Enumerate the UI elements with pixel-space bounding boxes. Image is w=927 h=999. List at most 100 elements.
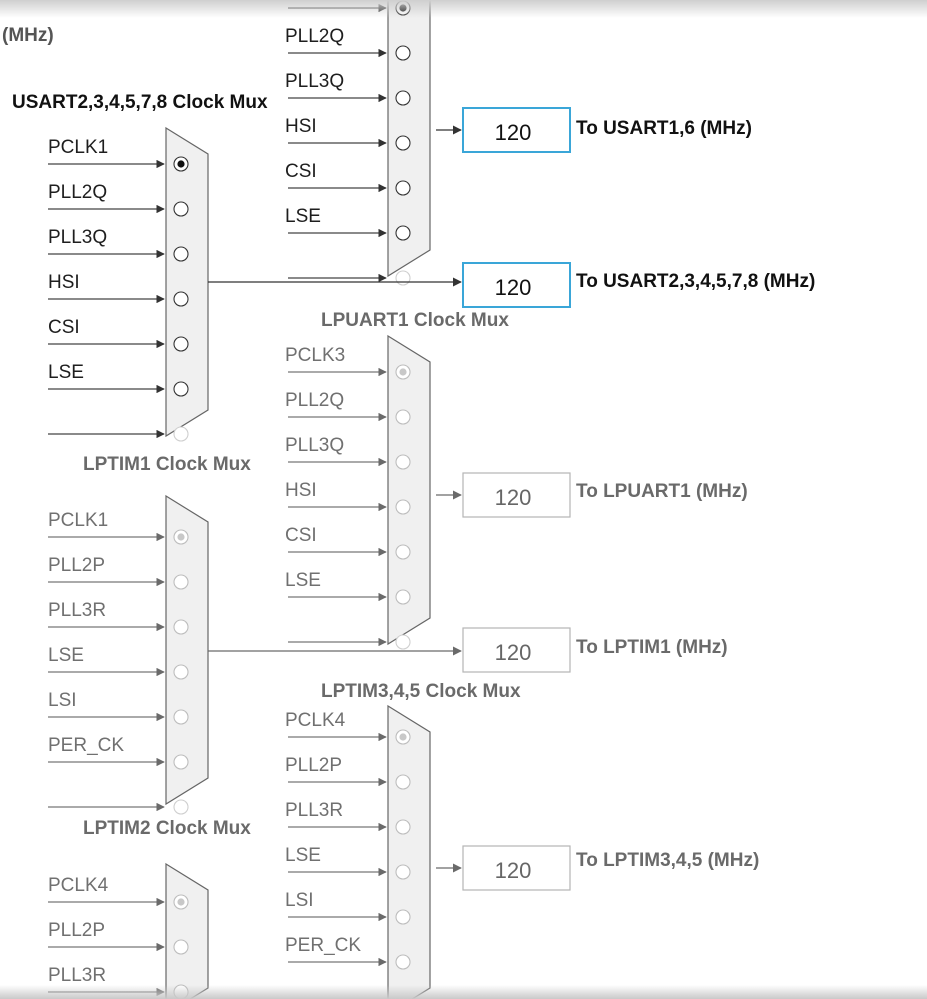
frequency-value: 120 <box>495 120 532 145</box>
mux-body <box>165 494 209 806</box>
radio-selected-dot <box>399 4 407 12</box>
mux-input-label: PCLK1 <box>48 137 108 158</box>
mux-input-radio[interactable] <box>395 864 411 880</box>
mux-input-radio[interactable] <box>173 709 189 725</box>
mux-input-label: PLL2Q <box>285 390 344 411</box>
mux-input-label: PLL2Q <box>285 26 344 47</box>
output-label: To USART2,3,4,5,7,8 (MHz) <box>576 271 815 292</box>
mux-input-label: CSI <box>285 525 317 546</box>
radio-selected-dot <box>177 898 185 906</box>
mux-input-radio[interactable] <box>173 984 189 999</box>
mux-input-radio[interactable] <box>395 589 411 605</box>
mux-input-label: PLL3Q <box>285 435 344 456</box>
mux-input-radio[interactable] <box>173 246 189 262</box>
mux-input-label: PLL3Q <box>285 71 344 92</box>
mux-input-radio[interactable] <box>395 499 411 515</box>
mux-input-radio[interactable] <box>395 774 411 790</box>
mux-input-radio[interactable] <box>395 135 411 151</box>
frequency-value: 120 <box>495 858 532 883</box>
mux-input-radio[interactable] <box>173 619 189 635</box>
mux-title-lptim1: LPTIM1 Clock Mux <box>83 454 251 475</box>
mux-input-radio[interactable] <box>395 454 411 470</box>
mux-input-label: LSI <box>48 690 77 711</box>
mux-body <box>387 0 431 278</box>
mux-input-label: LSI <box>285 890 314 911</box>
mux-input-label: PLL2P <box>48 920 105 941</box>
output-label: To LPTIM3,4,5 (MHz) <box>576 850 759 871</box>
mux-input-radio[interactable] <box>395 90 411 106</box>
mux-input-radio[interactable] <box>173 381 189 397</box>
mux-input-label: PLL3R <box>285 800 343 821</box>
frequency-value: 120 <box>495 275 532 300</box>
mux-input-radio[interactable] <box>395 45 411 61</box>
mux-input-label: PLL3R <box>48 965 106 986</box>
mux-input-radio[interactable] <box>395 819 411 835</box>
mux-input-label: LSE <box>285 570 321 591</box>
mux-input-label: PCLK4 <box>48 875 109 896</box>
mux-input-label: HSI <box>285 480 317 501</box>
mux-input-radio[interactable] <box>173 291 189 307</box>
radio-selected-dot <box>399 368 407 376</box>
radio-selected-dot <box>177 160 185 168</box>
mux-input-label: PCLK3 <box>285 345 345 366</box>
frequency-output-box[interactable] <box>462 472 571 518</box>
mux-input-radio[interactable] <box>173 939 189 955</box>
mux-input-radio[interactable] <box>395 180 411 196</box>
output-label: To USART1,6 (MHz) <box>576 118 752 139</box>
mux-body <box>387 704 431 999</box>
mux-input-label: LSE <box>285 206 321 227</box>
mux-input-label: HSI <box>48 272 80 293</box>
mux-body <box>165 862 209 999</box>
mux-title-usart234578: USART2,3,4,5,7,8 Clock Mux <box>12 92 268 113</box>
output-label: To LPUART1 (MHz) <box>576 481 748 502</box>
mux-input-label: PLL2Q <box>48 182 107 203</box>
frequency-value: 120 <box>495 485 532 510</box>
mux-input-label: PLL3Q <box>48 227 107 248</box>
mux-input-radio[interactable] <box>395 409 411 425</box>
mux-input-label: CSI <box>285 161 317 182</box>
mux-input-label: LSE <box>48 362 84 383</box>
mux-input-radio[interactable] <box>173 426 189 442</box>
mux-input-radio[interactable] <box>173 336 189 352</box>
mux-input-radio[interactable] <box>173 201 189 217</box>
mux-input-label: PER_CK <box>285 935 361 956</box>
mux-input-label: PCLK1 <box>48 510 108 531</box>
mux-input-radio[interactable] <box>395 954 411 970</box>
radio-selected-dot <box>399 733 407 741</box>
radio-selected-dot <box>177 533 185 541</box>
mux-input-radio[interactable] <box>173 799 189 815</box>
mux-input-radio[interactable] <box>395 270 411 286</box>
mux-input-label: PLL3R <box>48 600 106 621</box>
frequency-value: 120 <box>495 640 532 665</box>
mux-title-lptim2: LPTIM2 Clock Mux <box>83 818 251 839</box>
mux-input-radio[interactable] <box>173 664 189 680</box>
mux-input-label: PLL2P <box>285 755 342 776</box>
mux-title-lpuart1: LPUART1 Clock Mux <box>321 310 509 331</box>
mux-input-label: PLL2P <box>48 555 105 576</box>
mux-input-radio[interactable] <box>395 634 411 650</box>
top-left-unit: (MHz) <box>2 25 54 46</box>
mux-input-radio[interactable] <box>395 909 411 925</box>
frequency-output-box[interactable] <box>462 107 571 153</box>
frequency-output-box[interactable] <box>462 845 571 891</box>
mux-usart16: PLL2Q PLL3Q HSI CSI LSE 120 To USART1,6 (MHz) <box>285 0 752 286</box>
mux-input-label: PCLK4 <box>285 710 346 731</box>
mux-input-label: LSE <box>48 645 84 666</box>
frequency-output-box[interactable] <box>462 262 571 308</box>
mux-input-label: LSE <box>285 845 321 866</box>
mux-input-label: HSI <box>285 116 317 137</box>
mux-input-radio[interactable] <box>173 754 189 770</box>
mux-input-radio[interactable] <box>395 544 411 560</box>
mux-input-radio[interactable] <box>395 225 411 241</box>
mux-input-radio[interactable] <box>173 574 189 590</box>
frequency-output-box[interactable] <box>462 627 571 673</box>
mux-title-lptim345: LPTIM3,4,5 Clock Mux <box>321 681 521 702</box>
output-label: To LPTIM1 (MHz) <box>576 637 728 658</box>
mux-input-label: PER_CK <box>48 735 124 756</box>
